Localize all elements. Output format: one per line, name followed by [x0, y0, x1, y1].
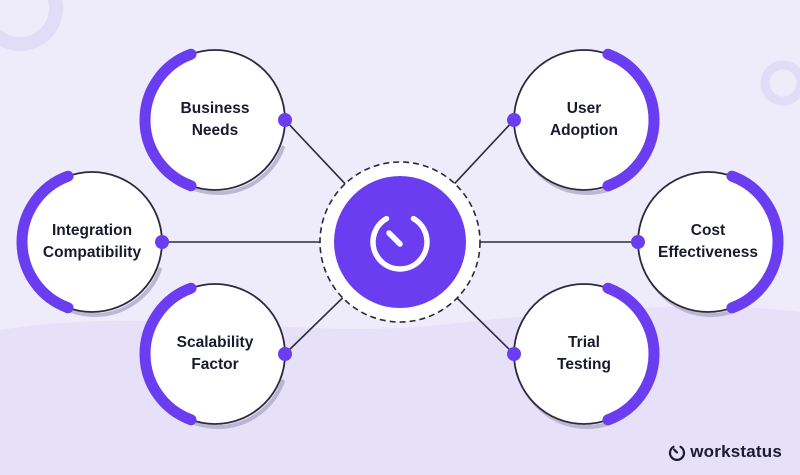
node-label-line: Trial — [568, 334, 600, 351]
node-label-line: Business — [180, 100, 250, 117]
node-label-line: Testing — [557, 356, 611, 373]
node-label-line: Factor — [191, 356, 239, 373]
node-accent-arc — [726, 170, 784, 314]
node-business-needs — [139, 48, 292, 195]
node-label-line: Effectiveness — [658, 244, 758, 261]
node-accent-arc — [139, 48, 197, 192]
connector-dot — [278, 113, 292, 127]
node-label-line: Cost — [690, 222, 726, 239]
node-accent-arc — [602, 48, 660, 192]
connector-dot — [155, 235, 169, 249]
node-label-line: Needs — [191, 122, 239, 139]
stopwatch-icon — [370, 215, 430, 272]
node-cost-effectiveness — [631, 170, 784, 317]
node-label-line: Integration — [51, 222, 133, 239]
background-ring-decoration — [760, 60, 800, 106]
center-hub — [319, 161, 481, 323]
node-label-line: Scalability — [176, 334, 254, 351]
node-scalability-factor — [139, 282, 292, 429]
connector-dot — [507, 113, 521, 127]
node-accent-arc — [602, 282, 660, 426]
connector-dot — [278, 347, 292, 361]
node-label-line: Adoption — [549, 122, 618, 139]
node-user-adoption — [507, 48, 660, 195]
background-ring-decoration — [0, 0, 63, 51]
connector-trial-testing — [456, 297, 515, 355]
node-accent-arc — [139, 282, 197, 426]
stopwatch-logo-icon — [669, 445, 686, 461]
brand-name: workstatus — [690, 442, 782, 461]
node-label-line: Compatibility — [42, 244, 142, 261]
connector-business-needs — [284, 119, 346, 185]
node-label-line: User — [566, 100, 602, 117]
connector-dot — [631, 235, 645, 249]
connector-user-adoption — [454, 119, 515, 185]
node-trial-testing — [507, 282, 660, 429]
brand-logo: workstatus — [668, 442, 782, 462]
node-integration-compatibility — [16, 170, 169, 317]
node-accent-arc — [16, 170, 74, 314]
connector-dot — [507, 347, 521, 361]
connector-scalability-factor — [284, 297, 344, 355]
